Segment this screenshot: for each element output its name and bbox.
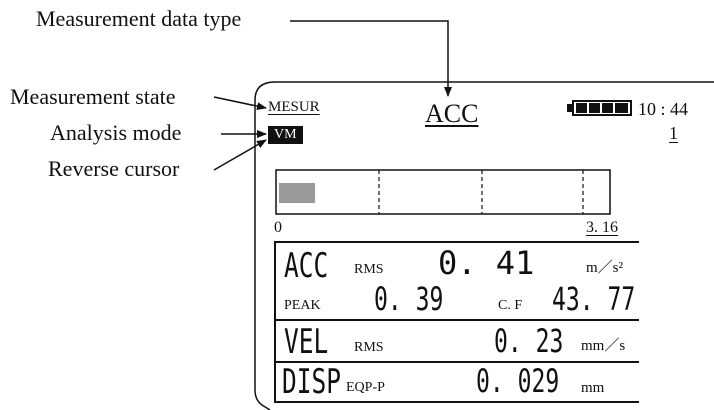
disp-unit: mm [581,380,605,396]
acc-unit: m／s² [586,260,624,276]
bar-max-label: 3. 16 [586,219,618,236]
vel-row: VEL RMS 0. 23 mm／s [276,321,639,363]
vel-unit: mm／s [581,338,626,354]
acc-cf-value: 43. 77 [552,280,636,318]
callout-reverse-cursor: Reverse cursor [48,156,180,181]
screen-frame [254,81,714,410]
bar-min-label: 0 [274,219,282,236]
vel-name: VEL [284,322,329,362]
acc-rms-value: 0. 41 [438,244,535,282]
callout-measurement-state: Measurement state [10,84,176,109]
acc-peak-value: 0. 39 [374,280,444,318]
disp-label: EQP-P [346,380,385,395]
battery-icon [567,100,632,116]
page-number: 1 [669,123,678,143]
disp-value: 0. 029 [476,362,560,400]
clock: 10 : 44 [638,99,689,119]
level-bar-fill [279,183,316,203]
vel-value: 0. 23 [494,322,564,360]
measurement-state: MESUR [268,99,320,115]
callout-analysis-mode: Analysis mode [50,120,182,145]
vel-label: RMS [354,340,384,355]
measurement-table: ACC RMS 0. 41 m／s² PEAK 0. 39 C. F 43. 7… [274,241,639,403]
measurement-data-type: ACC [425,99,479,128]
acc-cf-label: C. F [498,298,523,313]
level-bar [275,169,611,215]
analysis-mode-cursor[interactable]: VM [268,126,303,144]
callout-data-type: Measurement data type [36,6,242,31]
data-type-leader [290,20,452,97]
state-leader [213,96,267,111]
acc-peak-label: PEAK [284,298,321,313]
acc-name: ACC [284,246,329,286]
disp-name: DISP [282,362,341,402]
acc-row: ACC RMS 0. 41 m／s² PEAK 0. 39 C. F 43. 7… [276,243,639,321]
cursor-leader [213,139,267,171]
acc-rms-label: RMS [354,262,384,277]
disp-row: DISP EQP-P 0. 029 mm [276,363,639,403]
